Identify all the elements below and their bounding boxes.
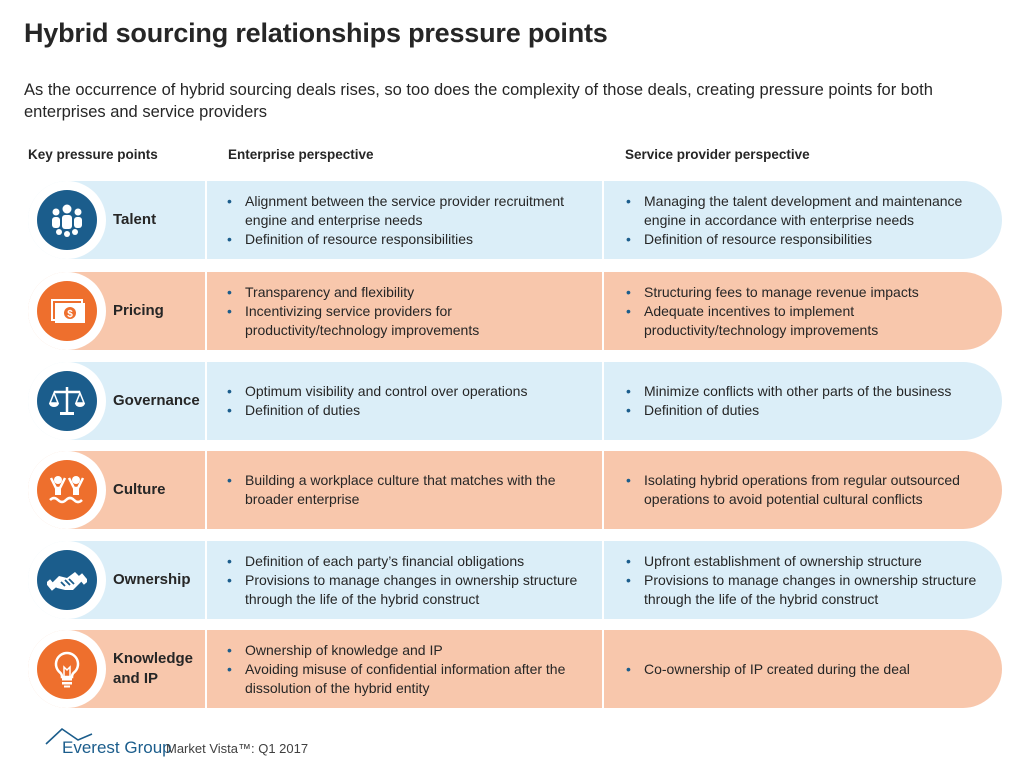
icon-ring bbox=[28, 181, 106, 259]
column-divider bbox=[205, 362, 207, 440]
enterprise-bullet: Definition of each party’s financial obl… bbox=[225, 552, 595, 571]
enterprise-perspective-cell: Optimum visibility and control over oper… bbox=[225, 362, 595, 440]
people-group-icon bbox=[37, 190, 97, 250]
provider-perspective-cell: Minimize conflicts with other parts of t… bbox=[624, 362, 994, 440]
provider-perspective-cell: Upfront establishment of ownership struc… bbox=[624, 541, 994, 619]
enterprise-perspective-cell: Building a workplace culture that matche… bbox=[225, 451, 595, 529]
column-header-enterprise: Enterprise perspective bbox=[228, 147, 374, 162]
provider-bullet: Adequate incentives to implement product… bbox=[624, 302, 994, 340]
pressure-point-row: Ownership Definition of each party’s fina… bbox=[28, 541, 1002, 619]
column-divider bbox=[602, 630, 604, 708]
icon-ring bbox=[28, 541, 106, 619]
footer-market-vista: Market Vista™: Q1 2017 bbox=[166, 741, 309, 756]
enterprise-bullet: Provisions to manage changes in ownershi… bbox=[225, 571, 595, 609]
balance-scale-icon bbox=[37, 371, 97, 431]
column-header-provider: Service provider perspective bbox=[625, 147, 810, 162]
enterprise-bullet: Transparency and flexibility bbox=[225, 283, 595, 302]
page-subtitle: As the occurrence of hybrid sourcing dea… bbox=[24, 81, 933, 121]
provider-bullet: Definition of resource responsibilities bbox=[624, 230, 994, 249]
enterprise-bullet: Optimum visibility and control over oper… bbox=[225, 382, 595, 401]
enterprise-perspective-cell: Transparency and flexibilityIncentivizin… bbox=[225, 272, 595, 350]
provider-bullet: Definition of duties bbox=[624, 401, 994, 420]
icon-ring bbox=[28, 451, 106, 529]
column-divider bbox=[205, 541, 207, 619]
column-divider bbox=[602, 181, 604, 259]
pressure-point-row: Culture Building a workplace culture that… bbox=[28, 451, 1002, 529]
money-bills-icon: $ bbox=[37, 281, 97, 341]
svg-text:$: $ bbox=[67, 309, 73, 320]
enterprise-perspective-cell: Definition of each party’s financial obl… bbox=[225, 541, 595, 619]
page-title: Hybrid sourcing relationships pressure p… bbox=[24, 18, 608, 48]
handshake-icon bbox=[37, 550, 97, 610]
provider-bullet: Structuring fees to manage revenue impac… bbox=[624, 283, 994, 302]
footer-brand: Everest Group bbox=[62, 738, 172, 757]
icon-ring bbox=[28, 630, 106, 708]
pressure-point-label: Knowledge and IP bbox=[113, 650, 194, 687]
column-divider bbox=[602, 272, 604, 350]
enterprise-bullet: Alignment between the service provider r… bbox=[225, 192, 595, 230]
provider-bullet: Managing the talent development and main… bbox=[624, 192, 994, 230]
footer: Everest Group Market Vista™: Q1 2017 bbox=[44, 726, 344, 766]
pressure-point-label: Ownership bbox=[113, 571, 191, 588]
provider-bullet: Isolating hybrid operations from regular… bbox=[624, 471, 994, 509]
enterprise-bullet: Definition of duties bbox=[225, 401, 595, 420]
provider-bullet: Provisions to manage changes in ownershi… bbox=[624, 571, 994, 609]
column-divider bbox=[205, 181, 207, 259]
enterprise-bullet: Definition of resource responsibilities bbox=[225, 230, 595, 249]
enterprise-bullet: Incentivizing service providers for prod… bbox=[225, 302, 595, 340]
provider-bullet: Minimize conflicts with other parts of t… bbox=[624, 382, 994, 401]
column-divider bbox=[205, 451, 207, 529]
pressure-point-row: $ Pricing Transparency and flexibilityInce… bbox=[28, 272, 1002, 350]
enterprise-perspective-cell: Alignment between the service provider r… bbox=[225, 181, 595, 259]
provider-perspective-cell: Isolating hybrid operations from regular… bbox=[624, 451, 994, 529]
provider-perspective-cell: Co-ownership of IP created during the de… bbox=[624, 630, 994, 708]
column-divider bbox=[602, 362, 604, 440]
column-header-key: Key pressure points bbox=[28, 147, 158, 162]
column-divider bbox=[602, 541, 604, 619]
icon-ring bbox=[28, 362, 106, 440]
pressure-point-label: Talent bbox=[113, 211, 157, 228]
column-divider bbox=[602, 451, 604, 529]
pressure-point-row: Talent Alignment between the service prov… bbox=[28, 181, 1002, 259]
icon-ring: $ bbox=[28, 272, 106, 350]
lightbulb-icon bbox=[37, 639, 97, 699]
pressure-point-label: Governance bbox=[113, 392, 200, 409]
enterprise-bullet: Ownership of knowledge and IP bbox=[225, 641, 595, 660]
provider-perspective-cell: Structuring fees to manage revenue impac… bbox=[624, 272, 994, 350]
provider-bullet: Co-ownership of IP created during the de… bbox=[624, 660, 994, 679]
pressure-point-row: Knowledge and IP Ownership of knowledge a… bbox=[28, 630, 1002, 708]
pressure-point-row: Governance Optimum visibility and control… bbox=[28, 362, 1002, 440]
column-divider bbox=[205, 272, 207, 350]
pressure-point-label: Pricing bbox=[113, 302, 164, 319]
enterprise-perspective-cell: Ownership of knowledge and IPAvoiding mi… bbox=[225, 630, 595, 708]
pressure-point-label: Culture bbox=[113, 481, 166, 498]
team-celebration-icon bbox=[37, 460, 97, 520]
everest-logo-icon bbox=[45, 727, 93, 745]
provider-bullet: Upfront establishment of ownership struc… bbox=[624, 552, 994, 571]
provider-perspective-cell: Managing the talent development and main… bbox=[624, 181, 994, 259]
enterprise-bullet: Avoiding misuse of confidential informat… bbox=[225, 660, 595, 698]
column-divider bbox=[205, 630, 207, 708]
enterprise-bullet: Building a workplace culture that matche… bbox=[225, 471, 595, 509]
